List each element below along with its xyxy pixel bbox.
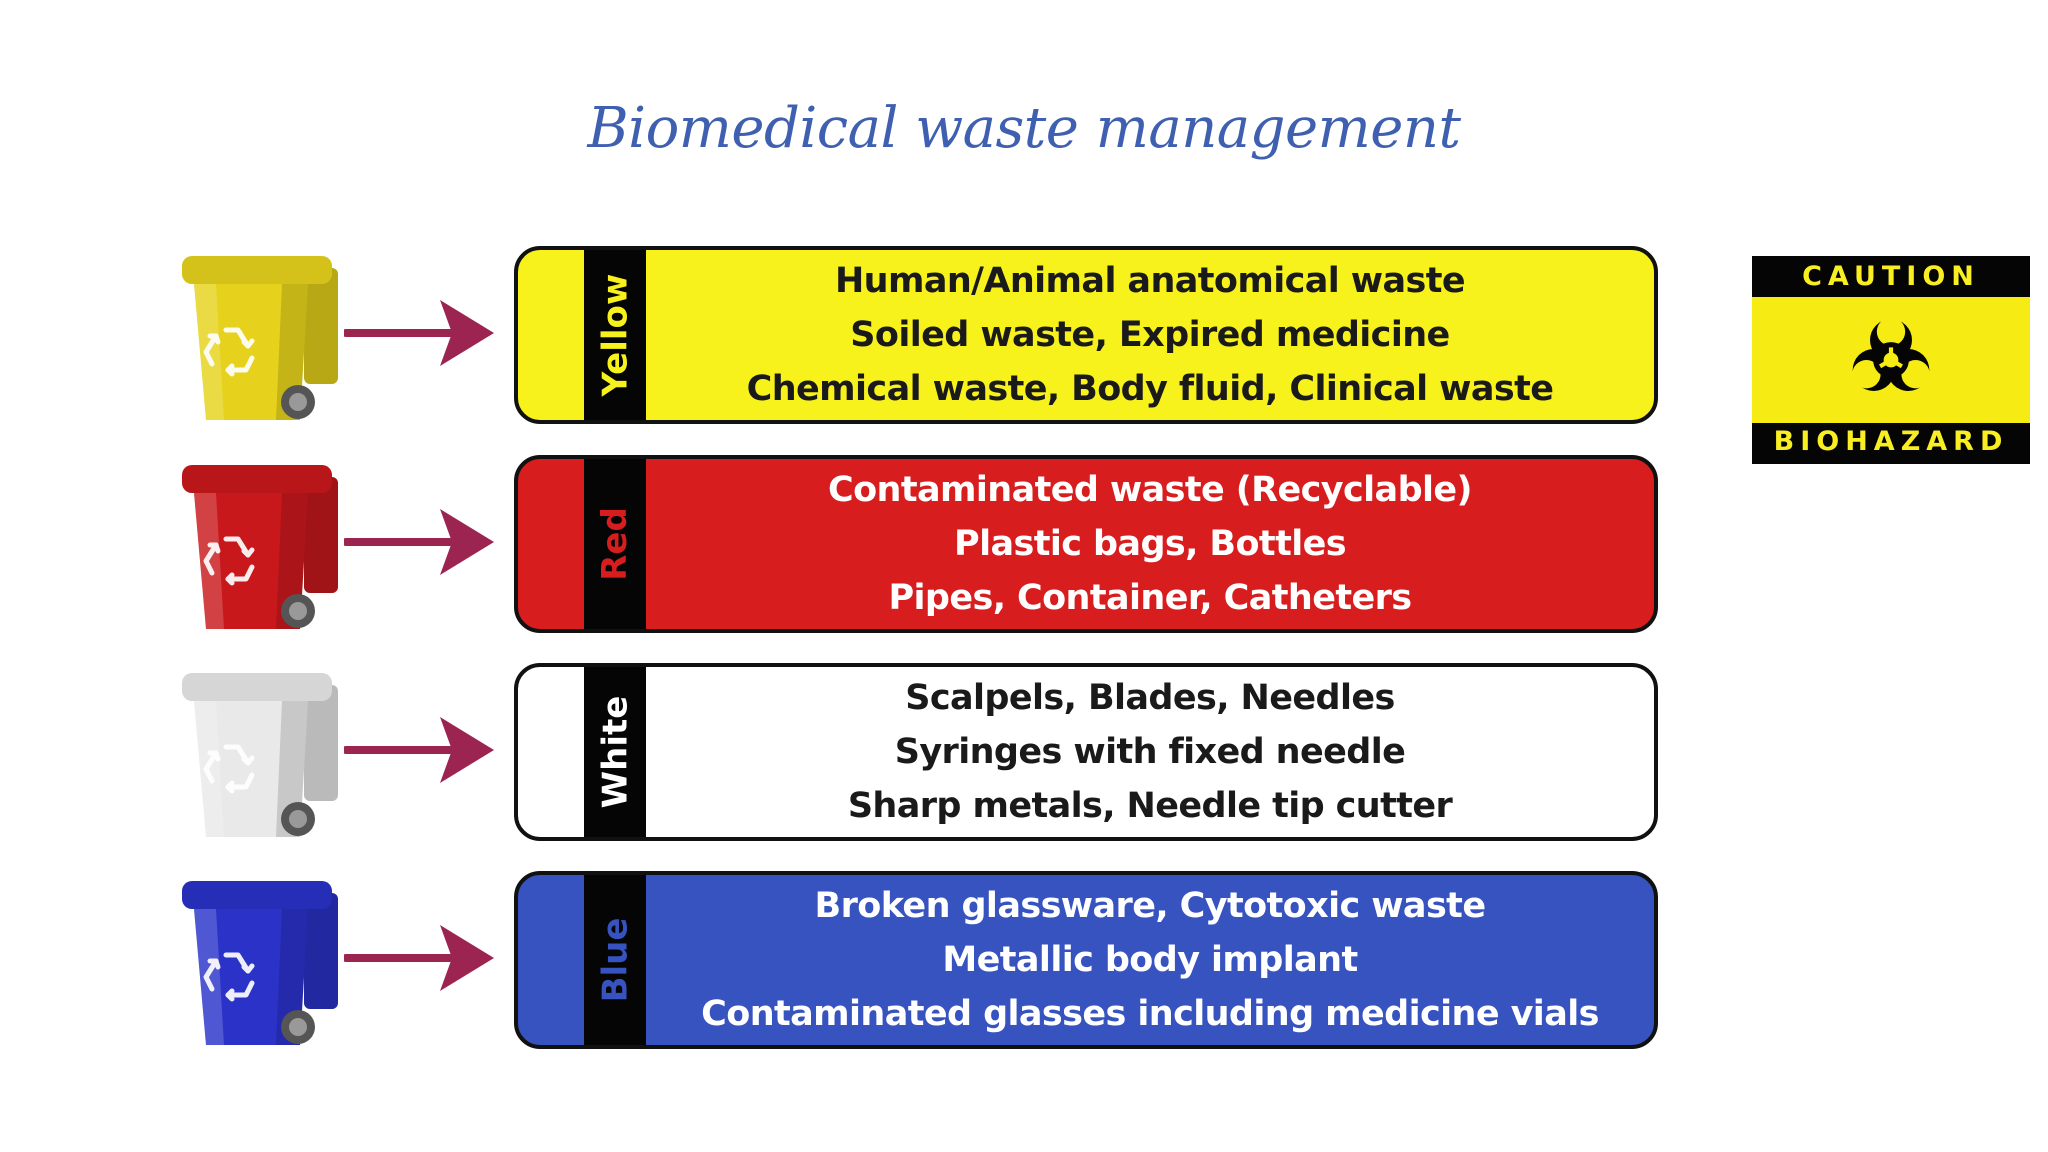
red-item: Plastic bags, Bottles [954, 524, 1347, 564]
biohazard-icon [1852, 317, 1930, 391]
yellow-label: Yellow [595, 273, 636, 397]
blue-bin-icon [182, 881, 338, 1045]
red-bin-icon [182, 465, 338, 629]
white-item: Scalpels, Blades, Needles [905, 678, 1395, 718]
blue-color-band: Blue [584, 875, 646, 1045]
white-color-band: White [584, 667, 646, 837]
caution-label: CAUTION [1802, 261, 1980, 292]
yellow-item: Chemical waste, Body fluid, Clinical was… [746, 369, 1554, 409]
blue-arrow-icon [344, 925, 494, 991]
red-label: Red [595, 507, 636, 581]
white-label: White [595, 695, 635, 809]
red-color-band: Red [584, 459, 646, 629]
red-arrow-icon [344, 509, 494, 575]
yellow-item: Human/Animal anatomical waste [834, 261, 1466, 301]
caution-biohazard-sign: CAUTION BIOHAZARD [1752, 256, 2030, 464]
yellow-color-band: Yellow [584, 250, 646, 420]
white-arrow-icon [344, 717, 494, 783]
red-item: Contaminated waste (Recyclable) [828, 470, 1473, 510]
yellow-bin-icon [182, 256, 338, 420]
waste-row-red: Red Contaminated waste (Recyclable) Plasti… [0, 455, 1700, 641]
white-bin-icon [182, 673, 338, 837]
blue-item: Broken glassware, Cytotoxic waste [814, 886, 1487, 926]
blue-item: Contaminated glasses including medicine … [701, 994, 1599, 1034]
yellow-item: Soiled waste, Expired medicine [850, 315, 1450, 355]
blue-item: Metallic body implant [942, 940, 1358, 980]
caution-yellow-field [1752, 297, 2030, 423]
yellow-arrow-icon [344, 300, 494, 366]
white-item: Sharp metals, Needle tip cutter [847, 786, 1453, 826]
biohazard-label: BIOHAZARD [1773, 426, 2009, 457]
red-category-panel: Red Contaminated waste (Recyclable) Plasti… [514, 455, 1658, 633]
red-item: Pipes, Container, Catheters [888, 578, 1412, 618]
page-title: Biomedical waste management [587, 96, 1461, 161]
white-item: Syringes with fixed needle [894, 732, 1406, 772]
blue-label: Blue [595, 917, 635, 1003]
red-items: Contaminated waste (Recyclable) Plastic b… [646, 459, 1654, 629]
